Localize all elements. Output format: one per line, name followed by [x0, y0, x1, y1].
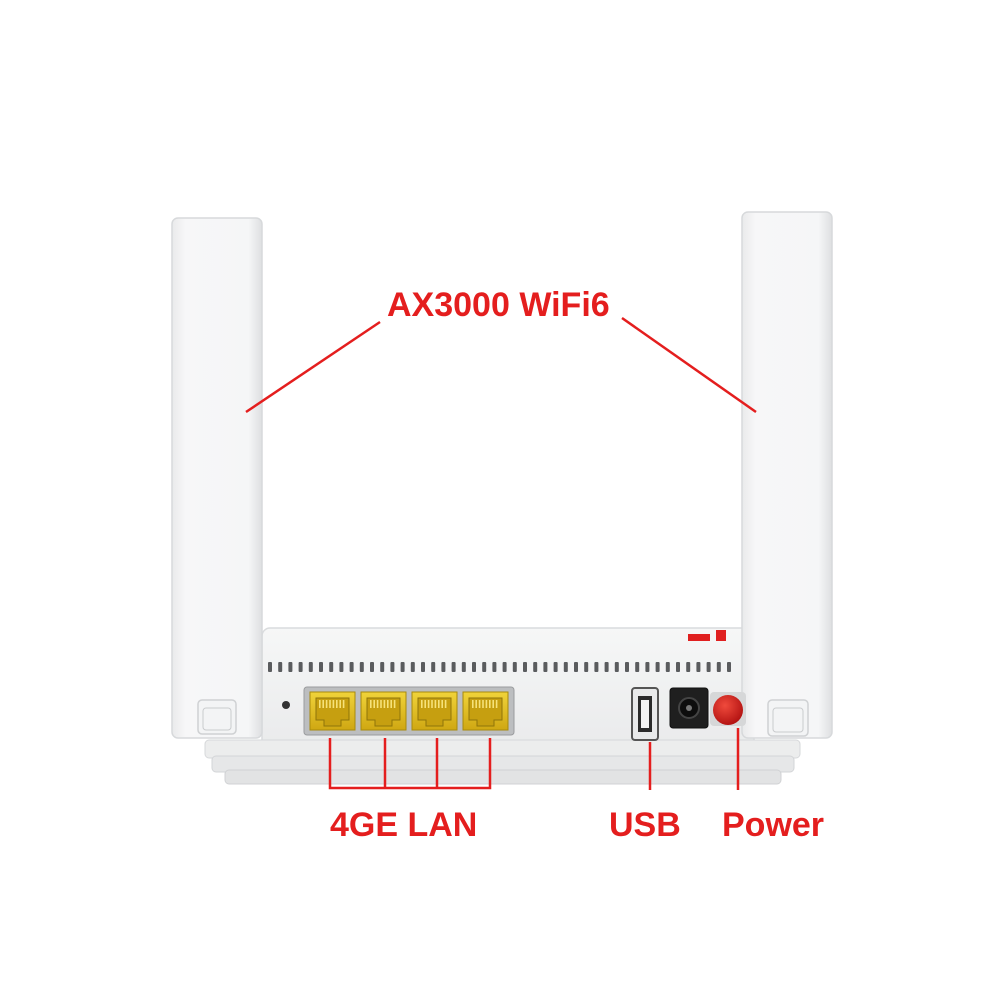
vent-slot: [268, 662, 272, 672]
vent-slot: [410, 662, 415, 672]
vent-slot: [502, 662, 507, 672]
vent-slot: [421, 662, 425, 672]
vent-slot: [645, 662, 650, 672]
antenna-right: [741, 211, 833, 739]
lan-callout-label: 4GE LAN: [330, 806, 478, 844]
callout-lines: [245, 316, 757, 790]
vent-slot: [665, 662, 670, 672]
vent-row: [268, 662, 731, 672]
vent-slot: [308, 662, 313, 672]
vent-slot: [390, 662, 395, 672]
vent-slot: [359, 662, 364, 672]
vent-slot: [349, 662, 354, 672]
vent-slot: [288, 662, 293, 672]
vent-slot: [380, 662, 385, 672]
lan-port: [411, 691, 458, 731]
wifi-callout-label: AX3000 WiFi6: [387, 286, 610, 324]
vent-slot: [512, 662, 517, 672]
vent-slot: [727, 662, 731, 672]
vent-slot: [370, 662, 374, 672]
vent-slot: [686, 662, 691, 672]
vent-slot: [472, 662, 476, 672]
brand-mark: [688, 634, 710, 641]
dc-jack: [669, 687, 709, 729]
vent-slot: [319, 662, 323, 672]
power-button: [710, 692, 746, 726]
vent-slot: [655, 662, 660, 672]
lan-port-block: [303, 686, 515, 736]
vent-slot: [451, 662, 456, 672]
vent-slot: [716, 662, 721, 672]
vent-slot: [298, 662, 303, 672]
vent-slot: [706, 662, 711, 672]
vent-slot: [492, 662, 497, 672]
vent-slot: [461, 662, 466, 672]
vent-slot: [563, 662, 568, 672]
vent-slot: [441, 662, 446, 672]
antenna-left: [171, 217, 263, 739]
vent-slot: [339, 662, 344, 672]
vent-slot: [329, 662, 334, 672]
lan-port: [462, 691, 509, 731]
vent-slot: [431, 662, 436, 672]
vent-slot: [584, 662, 589, 672]
vent-slot: [574, 662, 578, 672]
vent-slot: [625, 662, 629, 672]
usb-callout-label: USB: [609, 806, 681, 844]
vent-slot: [696, 662, 701, 672]
vent-slot: [482, 662, 487, 672]
vent-slot: [278, 662, 283, 672]
vent-slot: [604, 662, 609, 672]
power-callout-label: Power: [722, 806, 825, 844]
vent-slot: [400, 662, 405, 672]
lan-port: [360, 691, 407, 731]
vent-slot: [635, 662, 640, 672]
vent-slot: [533, 662, 538, 672]
vent-slot: [543, 662, 548, 672]
lan-port: [309, 691, 356, 731]
vent-slot: [594, 662, 599, 672]
vent-slot: [523, 662, 527, 672]
vent-slot: [614, 662, 619, 672]
vent-slot: [676, 662, 680, 672]
vent-slot: [553, 662, 558, 672]
reset-hole: [282, 701, 290, 709]
usb-port: [631, 687, 659, 741]
